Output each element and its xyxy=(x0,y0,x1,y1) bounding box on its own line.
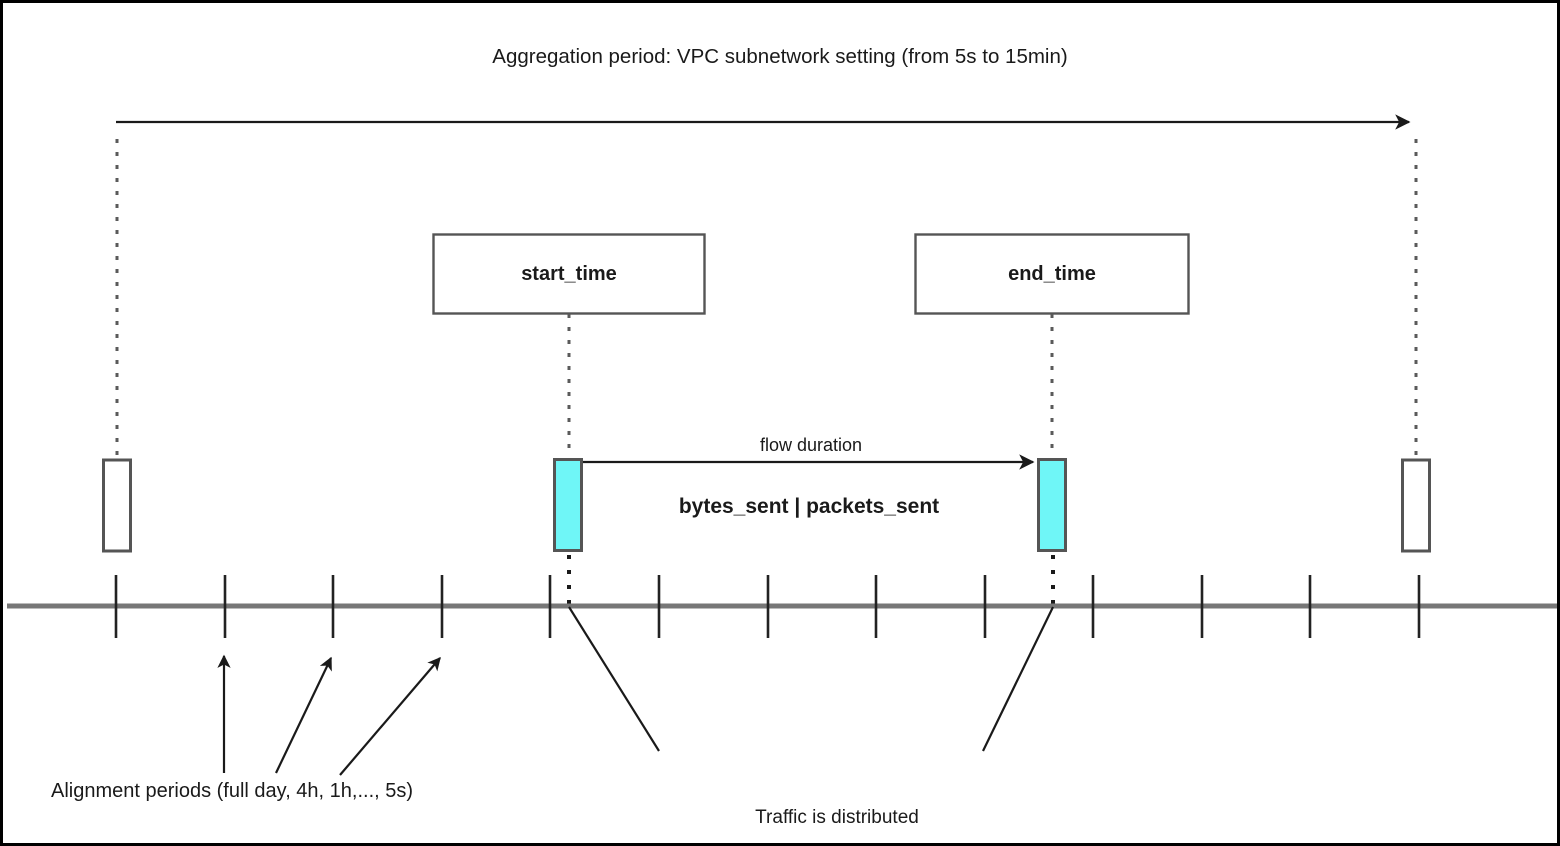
right-period-box xyxy=(1401,458,1431,553)
traffic-note-leader-left xyxy=(568,606,660,752)
diagram-title: Aggregation period: VPC subnetwork setti… xyxy=(492,45,1068,68)
alignment-periods-caption: Alignment periods (full day, 4h, 1h,...,… xyxy=(51,780,414,802)
alignment-pointer-arrow-2 xyxy=(275,656,332,774)
left-period-box xyxy=(102,458,132,553)
start-time-box xyxy=(432,233,706,315)
end-time-box xyxy=(914,233,1190,315)
end-time-flow-bar xyxy=(1037,458,1067,552)
traffic-caption-line-1: Traffic is distributed xyxy=(755,807,919,828)
alignment-pointer-arrow-3 xyxy=(339,656,441,776)
end-time-box-label: end_time xyxy=(1008,263,1096,285)
timeline-ticks xyxy=(114,575,1421,638)
start-time-flow-bar xyxy=(553,458,583,552)
traffic-note-leader-right xyxy=(982,606,1054,752)
start-time-box-label: start_time xyxy=(521,263,617,285)
diagram-canvas xyxy=(7,114,1557,776)
traffic-distribution-caption: Traffic is distributed proportionally am… xyxy=(687,753,987,843)
metrics-label: bytes_sent | packets_sent xyxy=(678,495,940,518)
flow-duration-label: flow duration xyxy=(759,435,863,455)
